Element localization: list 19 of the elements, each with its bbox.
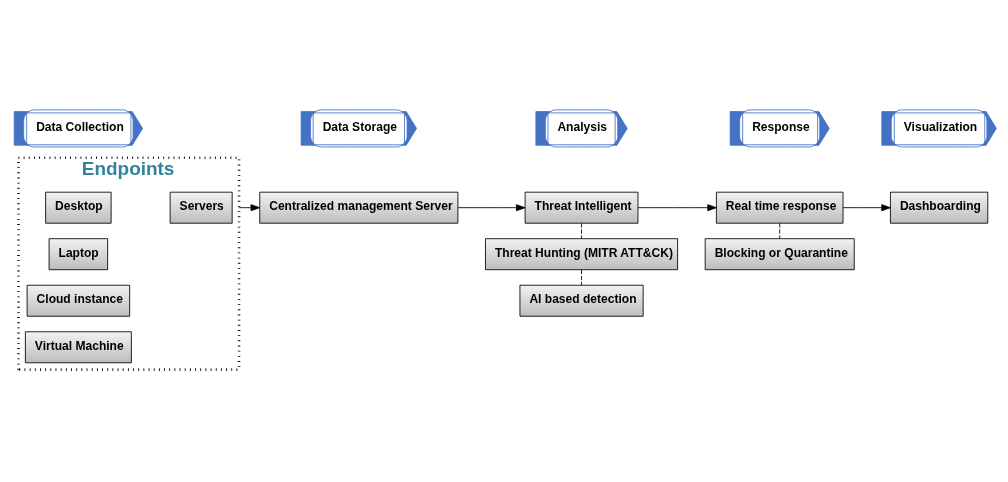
node-box: Centralized management Server bbox=[259, 191, 459, 224]
arrow bbox=[238, 203, 261, 211]
node-box: Laptop bbox=[48, 237, 109, 270]
connector bbox=[779, 222, 781, 239]
node-box: Threat Intelligent bbox=[524, 191, 639, 224]
node-box: Servers bbox=[169, 191, 233, 224]
node-box: Dashboarding bbox=[890, 191, 989, 224]
arrow bbox=[457, 203, 526, 211]
arrow bbox=[842, 203, 891, 211]
node-box: Real time response bbox=[715, 191, 844, 224]
node-box: Virtual Machine bbox=[24, 330, 132, 363]
node-box: Blocking or Quarantine bbox=[704, 237, 855, 270]
connector bbox=[581, 268, 582, 286]
node-box: Desktop bbox=[45, 191, 112, 224]
connector bbox=[581, 222, 582, 239]
node-box: AI based detection bbox=[519, 284, 644, 317]
node-box: Threat Hunting (MITR ATT&CK) bbox=[485, 237, 679, 270]
node-box: Cloud instance bbox=[26, 284, 131, 317]
arrow bbox=[637, 203, 717, 211]
